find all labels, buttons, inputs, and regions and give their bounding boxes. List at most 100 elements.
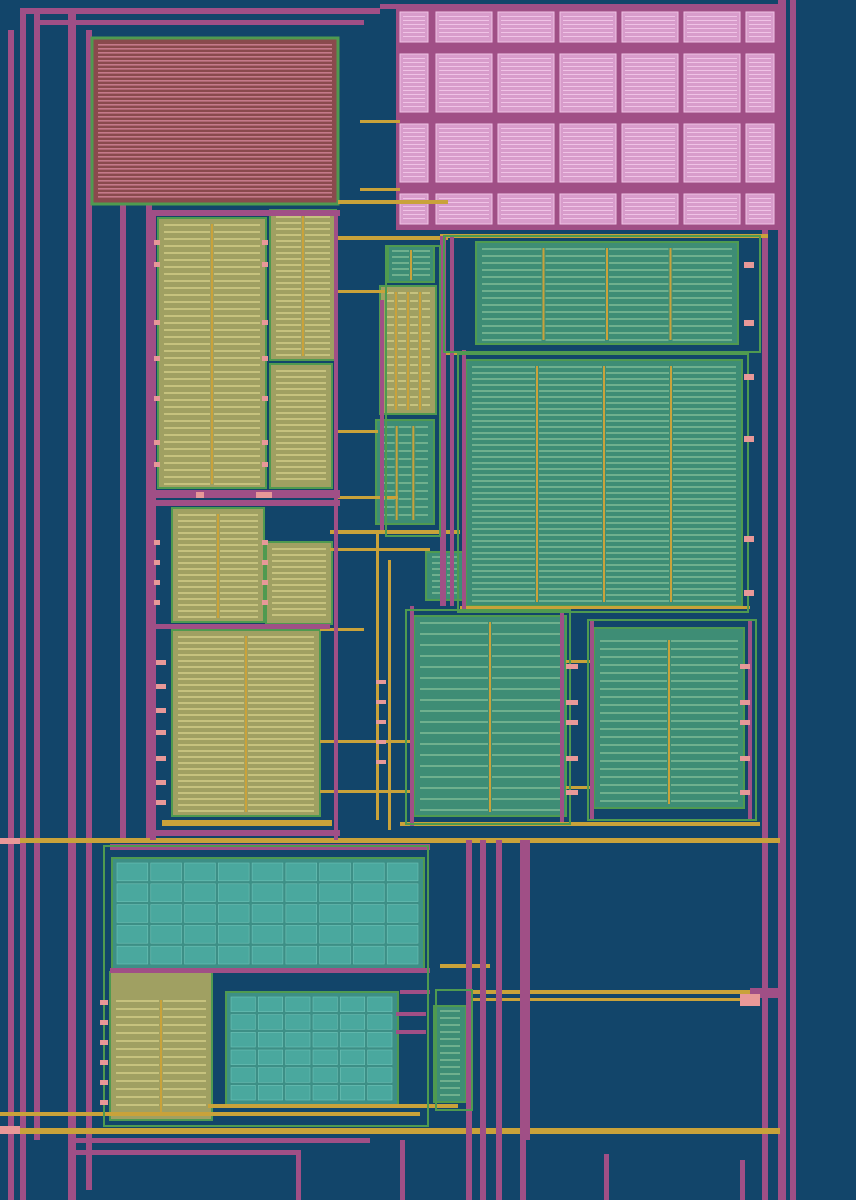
device-stripe: [214, 343, 260, 345]
resistor-stripe: [98, 164, 332, 166]
device-stripe: [305, 300, 330, 302]
analog-block-b: [269, 209, 337, 361]
pin-pad: [744, 536, 754, 542]
device-stripe: [422, 348, 430, 350]
capacitor-stripe: [439, 62, 489, 63]
teal-cell: [367, 1085, 393, 1101]
device-stripe: [415, 506, 428, 508]
device-stripe: [545, 255, 605, 257]
device-stripe: [422, 308, 430, 310]
device-stripe: [248, 744, 314, 746]
device-stripe: [392, 250, 409, 252]
device-stripe: [178, 666, 244, 668]
teal-cell: [285, 1049, 311, 1065]
device-stripe: [472, 372, 535, 374]
device-stripe: [214, 266, 260, 268]
device-stripe: [214, 441, 260, 443]
pin-pad: [100, 1060, 108, 1065]
capacitor-stripe: [501, 160, 551, 161]
device-stripe: [398, 434, 412, 436]
device-stripe: [178, 610, 216, 612]
device-stripe: [606, 588, 669, 590]
capacitor-stripe: [687, 66, 737, 67]
device-stripe: [398, 396, 406, 398]
resistor-stripe: [98, 52, 332, 54]
device-stripe: [472, 594, 535, 596]
resistor-stripe: [98, 196, 332, 198]
device-stripe: [420, 721, 488, 723]
teal-cell: [367, 1049, 393, 1065]
device-stripe: [276, 448, 326, 450]
device-stripe: [276, 418, 326, 420]
teal-cell: [319, 883, 351, 902]
teal-cell: [184, 904, 216, 923]
device-stripe: [214, 280, 260, 282]
device-stripe: [398, 356, 406, 358]
capacitor-stripe: [749, 210, 771, 211]
pin-pads: [0, 240, 760, 1134]
device-stripe: [600, 696, 667, 698]
device-stripe: [539, 564, 602, 566]
device-stripe: [606, 390, 669, 392]
device-stripe: [606, 564, 669, 566]
device-stripe: [248, 684, 314, 686]
device-stripe: [386, 300, 394, 302]
device-stripe: [673, 540, 736, 542]
device-stripe: [422, 364, 430, 366]
device-stripe: [214, 231, 260, 233]
device-stripe: [472, 504, 535, 506]
device-stripe: [440, 1031, 460, 1033]
capacitor-stripe: [563, 102, 613, 103]
capacitor-stripe: [563, 86, 613, 87]
device-stripe: [492, 743, 560, 745]
teal-cell: [285, 925, 317, 944]
device-stripe: [606, 552, 669, 554]
device-stripe: [164, 399, 210, 401]
device-stripe: [220, 514, 258, 516]
resistor-stripe: [98, 152, 332, 154]
capacitor-stripe: [403, 176, 425, 177]
device-stripe: [248, 732, 314, 734]
device-stripe: [545, 283, 605, 285]
capacitor-stripe: [563, 32, 613, 33]
teal-cell: [230, 1085, 256, 1101]
device-stripe: [440, 1017, 460, 1019]
device-stripe: [609, 283, 669, 285]
capacitor-stripe: [501, 90, 551, 91]
capacitor-stripe: [439, 78, 489, 79]
resistor-stripe: [98, 144, 332, 146]
column-divider: [302, 216, 304, 356]
capacitor-stripe: [439, 214, 489, 215]
teal-cell: [218, 904, 250, 923]
device-stripe: [164, 441, 210, 443]
capacitor-stripe: [439, 202, 489, 203]
teal-cell: [340, 1032, 365, 1048]
device-stripe: [539, 426, 602, 428]
pin-pad: [376, 760, 386, 764]
device-stripe: [276, 370, 326, 372]
device-stripe: [420, 699, 488, 701]
capacitor-stripe: [501, 20, 551, 21]
capacitor-stripe: [563, 172, 613, 173]
device-stripe: [600, 792, 667, 794]
device-stripe: [164, 469, 210, 471]
pin-pad: [154, 320, 160, 325]
capacitor-stripe: [625, 74, 675, 75]
device-stripe: [305, 234, 330, 236]
device-stripe: [673, 552, 736, 554]
device-stripe: [539, 600, 602, 602]
device-stripe: [440, 1038, 460, 1040]
device-stripe: [672, 318, 732, 320]
device-stripe: [420, 633, 488, 635]
interface-cells: [433, 1005, 467, 1103]
device-stripe: [398, 474, 412, 476]
device-stripe: [164, 448, 210, 450]
device-stripe: [398, 506, 412, 508]
device-stripe: [673, 510, 736, 512]
teal-cell: [285, 862, 317, 882]
device-stripe: [272, 548, 326, 550]
capacitor-stripe: [749, 156, 771, 157]
device-stripe: [539, 570, 602, 572]
pin-pad: [262, 440, 268, 445]
device-stripe: [214, 455, 260, 457]
